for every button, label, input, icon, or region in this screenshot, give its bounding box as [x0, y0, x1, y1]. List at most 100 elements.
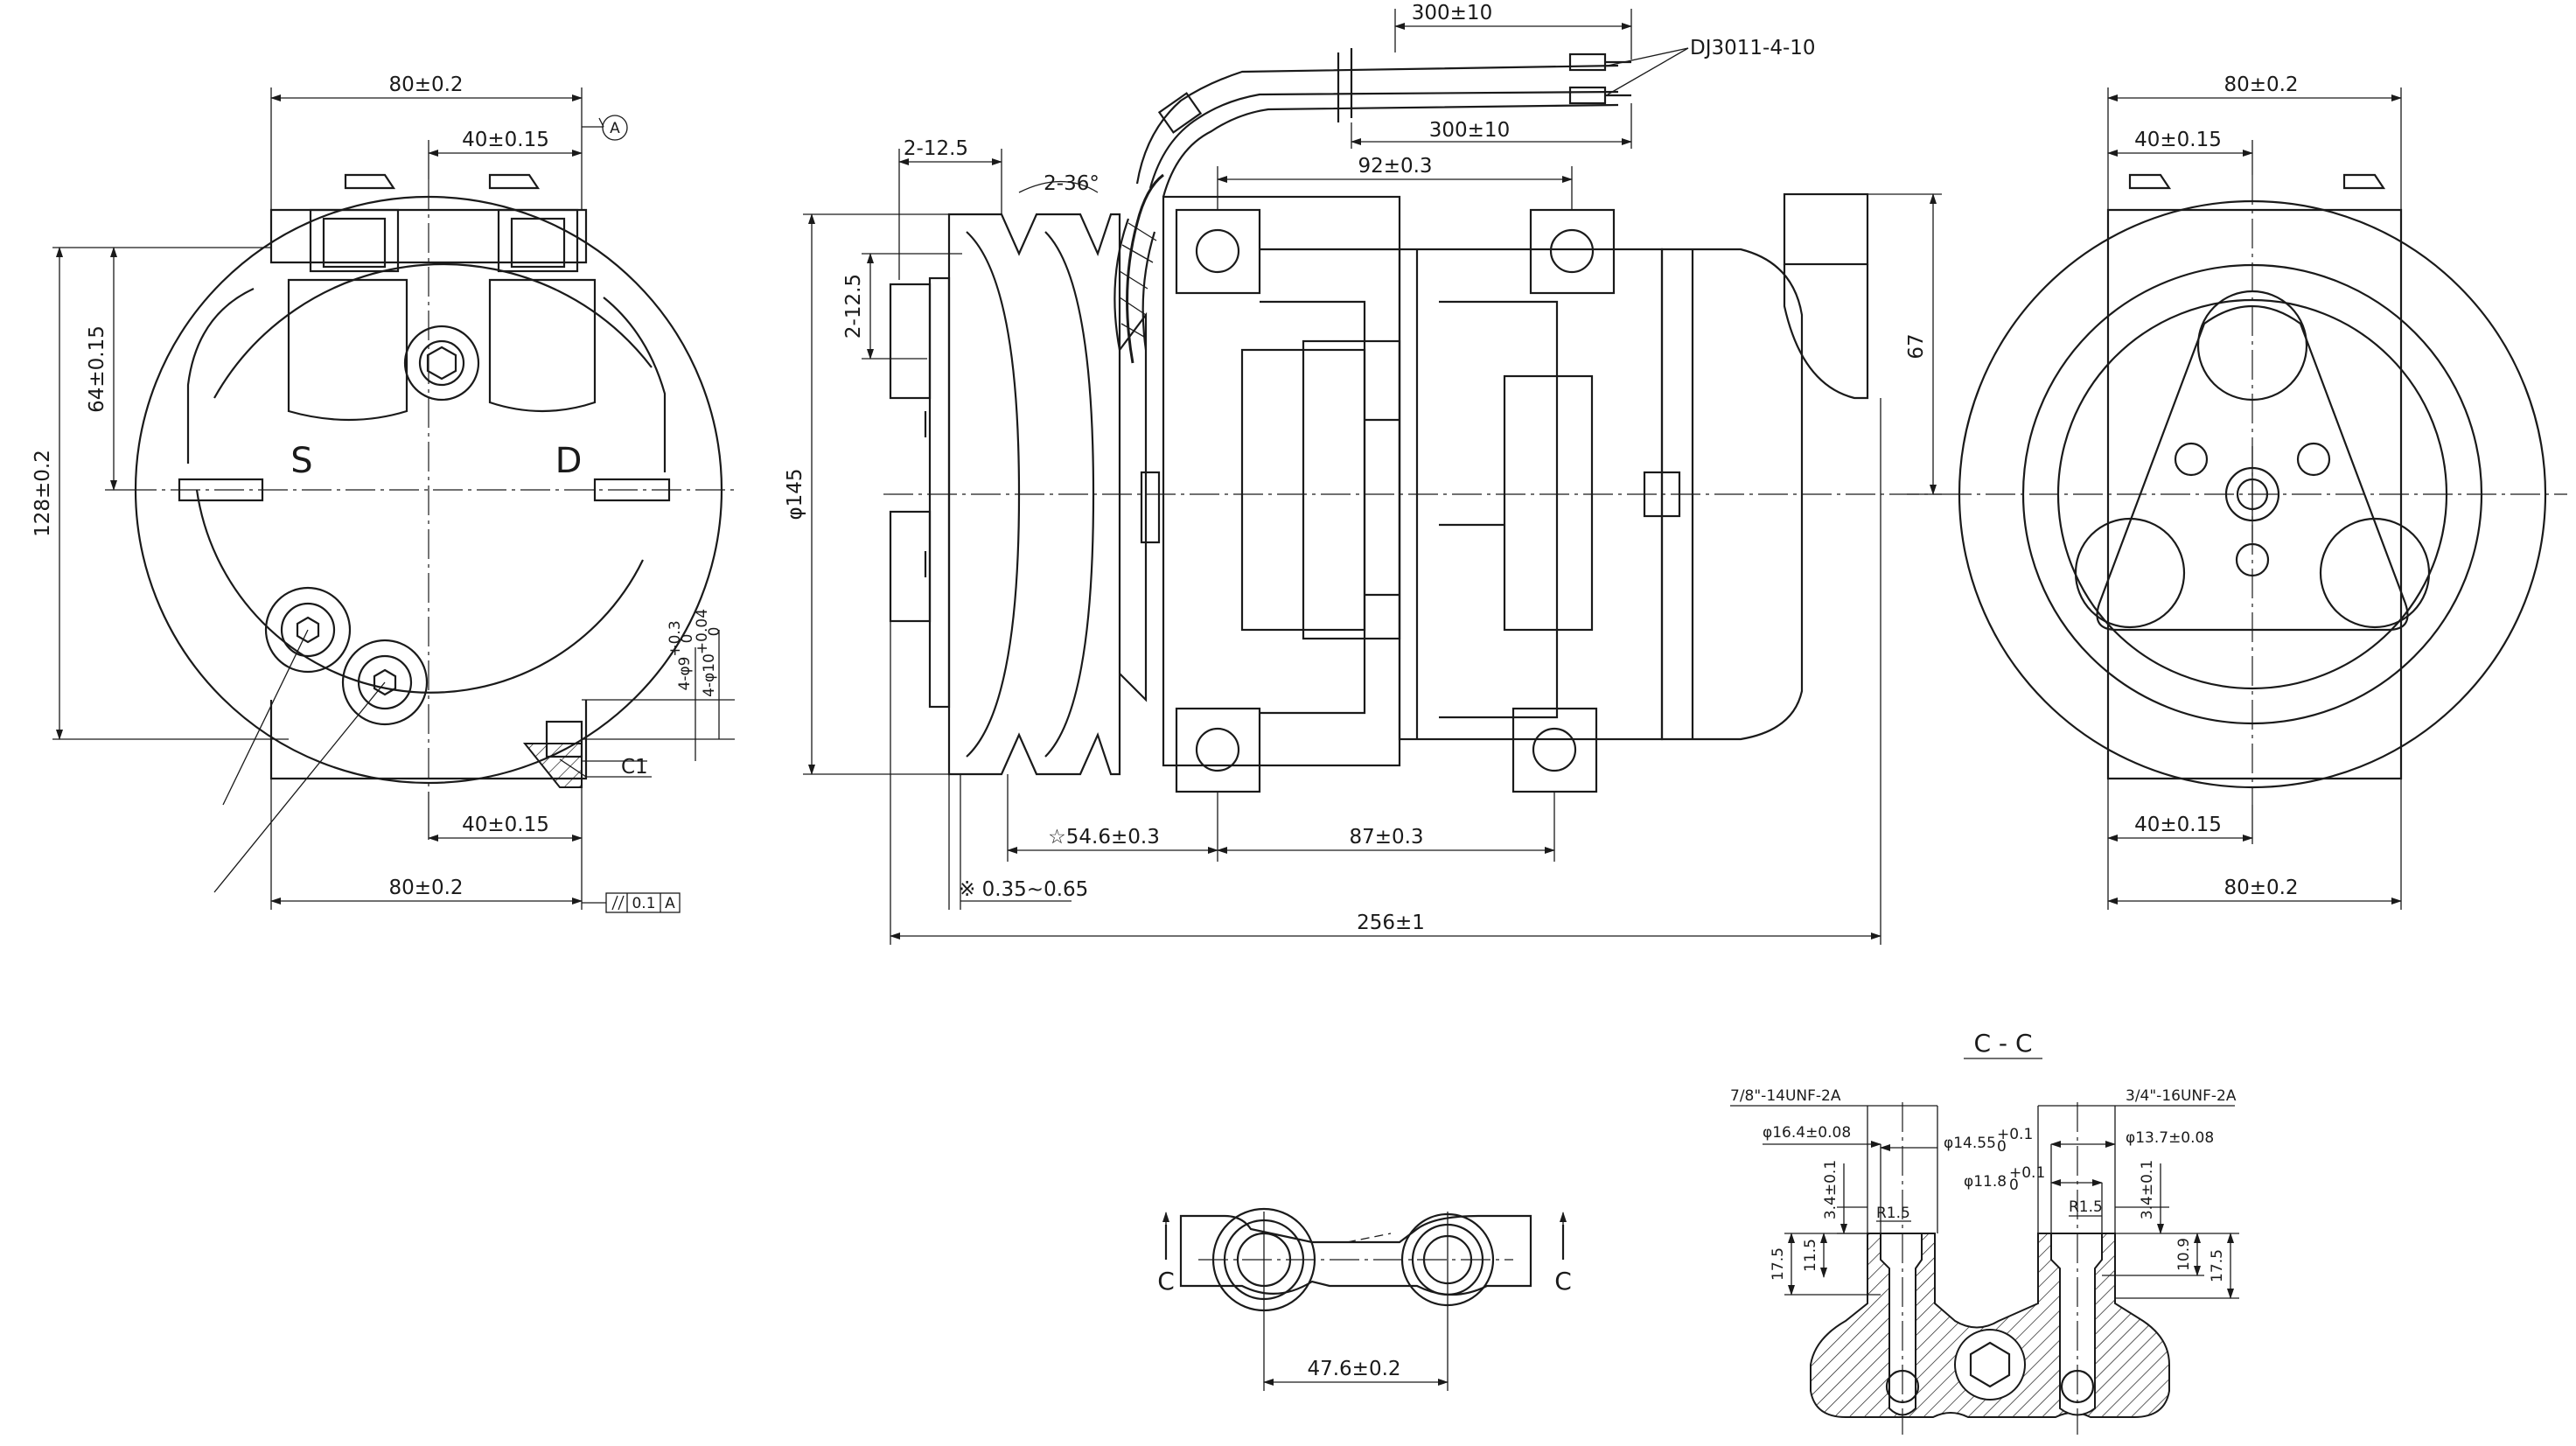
- discharge-fitting-inner: [510, 217, 566, 269]
- dim-label-wire-top: 300±10: [1412, 2, 1492, 24]
- bore-right: [2050, 1233, 2103, 1416]
- suction-fitting-inner: [322, 217, 387, 269]
- dim-label-mount-top: 92±0.3: [1358, 155, 1432, 178]
- service-valve-1: [280, 602, 336, 658]
- dim-label-pulley-offset: ☆54.6±0.3: [1048, 826, 1160, 849]
- section-mark-left: C: [1157, 1267, 1175, 1296]
- tolerance-datum: A: [665, 895, 675, 912]
- connector-terminal-2: [1568, 86, 1607, 105]
- dim-label-dia-right-inner: φ11.8: [1964, 1173, 2007, 1191]
- right-lug: [593, 478, 671, 502]
- hole-callout-small-tol-upper: +0.3: [667, 620, 684, 656]
- bore-left: [1880, 1233, 1923, 1416]
- dim-label-dia-right-inner-tol-lower: 0: [2009, 1177, 2019, 1194]
- left-inner-arc-top: [213, 262, 653, 399]
- pulley-groove-1: [966, 231, 1021, 758]
- middle-housing-detail: [1439, 300, 1559, 719]
- dim-label-half-top-right: 40±0.15: [2134, 129, 2222, 151]
- discharge-fitting-hex: [497, 208, 579, 273]
- right-top-clip-1: [2128, 173, 2172, 190]
- left-inner-arc-bottom: [195, 489, 644, 694]
- service-valve-2-hex: [373, 668, 397, 696]
- radius-label-right: R1.5: [2069, 1198, 2103, 1216]
- dim-label-width-bottom-right: 80±0.2: [2223, 877, 2298, 899]
- dim-label-width-top-right: 80±0.2: [2223, 73, 2298, 96]
- dim-label-pulley-dia: φ145: [784, 468, 806, 520]
- hole-callout-large: 4-φ10: [701, 653, 718, 697]
- front-mount-top: [1175, 208, 1261, 295]
- rear-mount-top: [1529, 208, 1616, 295]
- tolerance-frame: [605, 892, 681, 913]
- hidden-line: [1346, 1233, 1392, 1243]
- rear-head: [1660, 248, 1804, 741]
- dim-label-groove-height: 2-12.5: [842, 274, 865, 339]
- dim-groove-angle: [1018, 180, 1099, 193]
- connector-leader: [1607, 47, 1689, 95]
- wire-harness-hatch: [1119, 222, 1157, 338]
- front-mount-bottom: [1175, 707, 1261, 793]
- clutch-plate: [928, 276, 951, 709]
- wire-1: [1135, 64, 1619, 185]
- rear-fitting-elbow: [1783, 264, 1869, 400]
- dim-label-height-left-outer: 17.5: [1770, 1247, 1787, 1281]
- wire-2: [1148, 90, 1619, 189]
- dim-label-half-bottom-right: 40±0.15: [2134, 814, 2222, 836]
- right-top-clip-2: [2342, 173, 2386, 190]
- section-cc-view: C - C 7/8"-14UNF-2A 3/4"-16UNF-2A φ16.4±…: [1730, 1029, 2239, 1435]
- armature-rivet: [2296, 442, 2331, 477]
- dim-label-dia-right-outer: φ13.7±0.08: [2126, 1129, 2214, 1147]
- front-flange: [1119, 311, 1148, 702]
- rear-boss: [1643, 471, 1681, 518]
- dim-label-height-right-inner: 10.9: [2175, 1238, 2193, 1271]
- hole-callout-large-tol-lower: 0: [706, 627, 723, 637]
- suction-fitting-hex: [309, 208, 400, 273]
- dim-label-dia-left-inner-tol-lower: 0: [1997, 1138, 2007, 1156]
- dim-label-dia-left-inner-tol-upper: +0.1: [1997, 1126, 2033, 1143]
- dim-label-height-right: 67: [1905, 333, 1928, 359]
- service-valve-1-hex: [296, 616, 320, 644]
- dim-label-mount-bottom: 87±0.3: [1349, 826, 1423, 849]
- left-top-flange: [269, 208, 588, 264]
- service-valve-2-outer: [341, 639, 429, 726]
- clutch-hub-upper: [889, 283, 932, 400]
- dim-label-half-top: 40±0.15: [462, 129, 549, 151]
- dim-label-overall-length: 256±1: [1357, 912, 1425, 934]
- pulley-profile: [947, 213, 1121, 776]
- front-mount-top-hole: [1195, 228, 1240, 274]
- rear-piston: [1503, 374, 1594, 632]
- wire-harness-sleeve: [1126, 173, 1164, 364]
- suction-port-body: [287, 278, 408, 422]
- dim-label-width-top: 80±0.2: [388, 73, 463, 96]
- parallel-symbol: [618, 895, 625, 911]
- port-detail-view: 47.6±0.2 C C: [1157, 1207, 1572, 1391]
- center-bolt-hex: [426, 346, 457, 381]
- dim-label-height-right-outer: 17.5: [2209, 1249, 2226, 1282]
- armature-rivet: [2174, 442, 2209, 477]
- service-valve-1-outer: [264, 586, 352, 674]
- dim-label-height-upper: 64±0.15: [86, 325, 108, 413]
- bottom-chamfer-section: [522, 743, 583, 788]
- center-boss: [403, 325, 480, 402]
- pulley-groove-2: [1044, 231, 1095, 758]
- port-label-discharge: D: [555, 441, 583, 481]
- section-title: C - C: [1973, 1029, 2032, 1058]
- front-housing-detail: [1260, 248, 1400, 715]
- dim-label-height-total: 128±0.2: [31, 450, 54, 537]
- connector-terminal-1: [1568, 52, 1607, 72]
- left-end-view: S D 80±0.2 40±0.15 A 128±0.2 64±0.15 4-φ…: [31, 73, 735, 913]
- shaft-seal: [1140, 471, 1161, 544]
- rear-mount-top-hole: [1549, 228, 1595, 274]
- left-inner-left: [186, 288, 255, 464]
- armature-rivet: [2235, 542, 2270, 577]
- left-top-clip-2: [488, 173, 541, 190]
- hole-callout-large-tol-upper: +0.04: [694, 609, 711, 654]
- dim-label-depth-right: 3.4±0.1: [2139, 1160, 2156, 1219]
- side-view: 300±10 300±10 DJ3011-4-10 2-12.5 2-36° 9…: [784, 2, 1942, 945]
- chamfer-label: C1: [621, 756, 648, 779]
- hole-callout-small: 4-φ9: [676, 657, 694, 691]
- dim-label-width-bottom: 80±0.2: [388, 877, 463, 899]
- armature-lobe-left: [2074, 517, 2186, 629]
- dim-label-half-bottom: 40±0.15: [462, 814, 549, 836]
- dim-label-dia-left-inner: φ14.55: [1944, 1135, 1996, 1152]
- left-inner-right: [603, 297, 667, 472]
